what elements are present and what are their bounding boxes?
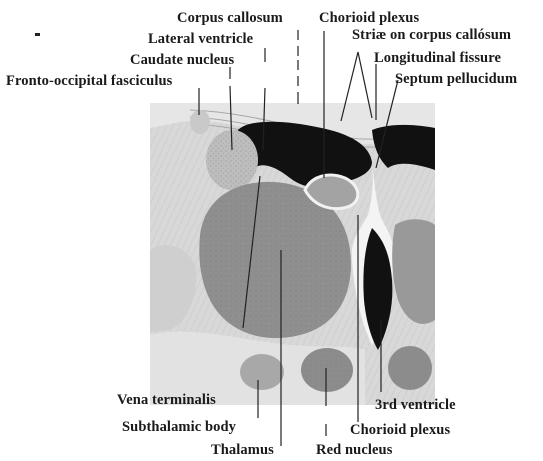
label-lateral-ventricle: Lateral ventricle	[148, 32, 253, 47]
label-third-ventricle: 3rd ventricle	[375, 398, 456, 413]
label-thalamus: Thalamus	[211, 443, 274, 458]
label-fronto-occipital-fasciculus: Fronto-occipital fasciculus	[6, 74, 172, 89]
right-red-nucleus-shape	[388, 346, 432, 390]
stray-mark	[35, 33, 40, 36]
label-septum-pellucidum: Septum pellucidum	[395, 72, 517, 87]
fronto-occipital-shape	[190, 110, 210, 134]
subthalamic-body-shape	[240, 354, 284, 390]
label-striae-on-corpus-callosum: Striæ on corpus callósum	[352, 28, 511, 43]
label-corpus-callosum: Corpus callosum	[177, 11, 283, 26]
label-subthalamic-body: Subthalamic body	[122, 420, 236, 435]
section-block	[150, 103, 435, 405]
label-red-nucleus: Red nucleus	[316, 443, 392, 458]
label-vena-terminalis: Vena terminalis	[117, 393, 216, 408]
label-caudate-nucleus: Caudate nucleus	[130, 53, 234, 68]
label-longitudinal-fissure: Longitudinal fissure	[374, 51, 501, 66]
label-chorioid-plexus-bottom: Chorioid plexus	[350, 423, 450, 438]
label-chorioid-plexus-top: Chorioid plexus	[319, 11, 419, 26]
